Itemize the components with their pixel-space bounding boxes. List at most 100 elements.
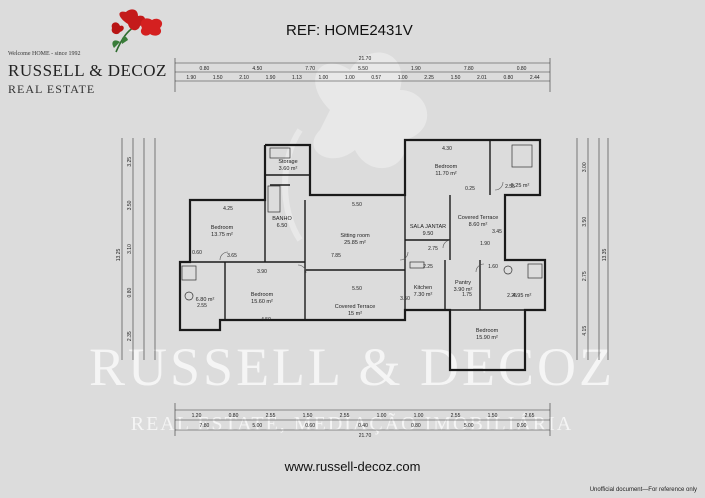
dimension-label: 4.50 bbox=[252, 66, 262, 72]
room-name: Pantry bbox=[455, 280, 471, 286]
dimension-label: 1.00 bbox=[318, 75, 328, 81]
room-area: 9.50 bbox=[423, 231, 434, 237]
inner-dimension-label: 7.85 bbox=[331, 253, 341, 259]
room-name: Storage bbox=[278, 159, 297, 165]
room-area: 25.85 m² bbox=[344, 240, 366, 246]
room-name: Kitchen bbox=[414, 285, 432, 291]
dimension-label: 2.10 bbox=[239, 75, 249, 81]
inner-dimension-label: 0.60 bbox=[192, 250, 202, 256]
dimension-label: 0.80 bbox=[229, 413, 239, 419]
dimension-label: 7.70 bbox=[305, 66, 315, 72]
inner-dimension-label: 2.25 bbox=[423, 264, 433, 270]
room-area: 6.50 bbox=[277, 223, 288, 229]
dimension-label: 1.50 bbox=[303, 413, 313, 419]
inner-dimension-label: 4.30 bbox=[442, 146, 452, 152]
dim-left-total: 13.25 bbox=[116, 249, 122, 262]
dimension-label: 0.80 bbox=[127, 288, 133, 298]
dimension-label: 1.50 bbox=[451, 75, 461, 81]
room-name: Covered Terrace bbox=[335, 304, 376, 310]
tagline: Welcome HOME - since 1992 bbox=[8, 51, 81, 57]
room-area: 6.80 m² bbox=[196, 297, 215, 303]
dimension-label: 1.13 bbox=[292, 75, 302, 81]
dimension-label: 0.60 bbox=[305, 423, 315, 429]
dimension-label: 1.90 bbox=[411, 66, 421, 72]
interior-walls bbox=[190, 140, 525, 320]
dimension-label: 2.55 bbox=[451, 413, 461, 419]
dimension-label: 7.80 bbox=[464, 66, 474, 72]
dimension-label: 3.00 bbox=[582, 162, 588, 172]
room-name: Bedroom bbox=[251, 292, 274, 298]
dimension-label: 2.55 bbox=[340, 413, 350, 419]
dimension-label: 0.40 bbox=[358, 423, 368, 429]
inner-dimension-label: 2.75 bbox=[428, 246, 438, 252]
reference-code: REF: HOME2431V bbox=[286, 22, 413, 39]
dimension-label: 2.65 bbox=[525, 413, 535, 419]
dimension-label: 7.80 bbox=[200, 423, 210, 429]
inner-dimension-label: 0.25 bbox=[465, 186, 475, 192]
dimension-label: 2.25 bbox=[424, 75, 434, 81]
dimension-label: 0.80 bbox=[517, 66, 527, 72]
watermark-line2: REAL ESTATE, MEDIAÇÃO IMOBILIÁRIA bbox=[131, 411, 574, 435]
dimension-label: 0.80 bbox=[411, 423, 421, 429]
flower-logo bbox=[111, 9, 163, 53]
room-area: 15 m² bbox=[348, 311, 362, 317]
watermark-line1: RUSSELL & DECOZ bbox=[89, 337, 615, 397]
website-url: www.russell-decoz.com bbox=[284, 459, 421, 474]
room-name: SALA JANTAR bbox=[410, 224, 446, 230]
room-area: 15.90 m² bbox=[476, 335, 498, 341]
room-area: 3.60 m² bbox=[279, 166, 298, 172]
room-area: 4.95 m² bbox=[513, 293, 532, 299]
room-name: Covered Terrace bbox=[458, 215, 499, 221]
disclaimer: Unofficial document—For reference only bbox=[589, 487, 697, 493]
room-area: 15.60 m² bbox=[251, 299, 273, 305]
inner-dimension-label: 3.50 bbox=[400, 296, 410, 302]
inner-dimension-label: 2.25 bbox=[507, 293, 517, 299]
room-area: 11.70 m² bbox=[435, 171, 456, 177]
room-area: 13.75 m² bbox=[211, 232, 233, 238]
dimension-label: 5.00 bbox=[252, 423, 262, 429]
bottom-dimension-lines bbox=[174, 403, 551, 436]
dimension-label: 3.10 bbox=[127, 244, 133, 254]
inner-dimension-label: 4.50 bbox=[261, 317, 271, 323]
room-area: 8.60 m² bbox=[469, 222, 488, 228]
room-name: Bedroom bbox=[435, 164, 458, 170]
inner-dimension-label: 1.90 bbox=[480, 241, 490, 247]
dim-left-outer: 3.253.503.100.802.35 bbox=[127, 157, 133, 341]
room-name: Sitting room bbox=[340, 233, 370, 239]
brand-subtitle: REAL ESTATE bbox=[8, 82, 96, 96]
brand-name: RUSSELL & DECOZ bbox=[8, 61, 167, 80]
dimension-label: 1.00 bbox=[345, 75, 355, 81]
bathroom-fixtures bbox=[181, 144, 543, 301]
room-area: 6.25 m² bbox=[511, 183, 530, 189]
inner-dimension-label: 4.25 bbox=[223, 206, 233, 212]
dimension-label: 2.35 bbox=[127, 331, 133, 341]
room-name: BANHO bbox=[272, 216, 292, 222]
dim-top-total: 21.70 bbox=[359, 56, 372, 62]
dimension-label: 3.25 bbox=[127, 157, 133, 167]
dimension-label: 1.50 bbox=[488, 413, 498, 419]
dimension-label: 3.50 bbox=[582, 217, 588, 227]
dimension-label: 1.00 bbox=[414, 413, 424, 419]
dimension-label: 5.00 bbox=[464, 423, 474, 429]
inner-dimension-label: 2.55 bbox=[505, 184, 515, 190]
inner-dimension-label: 5.50 bbox=[352, 286, 362, 292]
dimension-label: 2.55 bbox=[266, 413, 276, 419]
right-dimension-lines bbox=[576, 138, 609, 360]
top-dimension-lines bbox=[174, 58, 551, 92]
dimension-label: 0.80 bbox=[503, 75, 513, 81]
left-dimension-lines bbox=[121, 138, 156, 360]
dimension-label: 1.90 bbox=[186, 75, 196, 81]
room-name: Bedroom bbox=[476, 328, 499, 334]
inner-dimension-label: 2.55 bbox=[197, 303, 207, 309]
door-swings bbox=[219, 181, 504, 274]
dimension-label: 1.00 bbox=[398, 75, 408, 81]
dimension-label: 0.80 bbox=[200, 66, 210, 72]
dimension-label: 1.20 bbox=[192, 413, 202, 419]
inner-dimension-label: 1.75 bbox=[462, 292, 472, 298]
room-area: 7.30 m² bbox=[414, 292, 433, 298]
